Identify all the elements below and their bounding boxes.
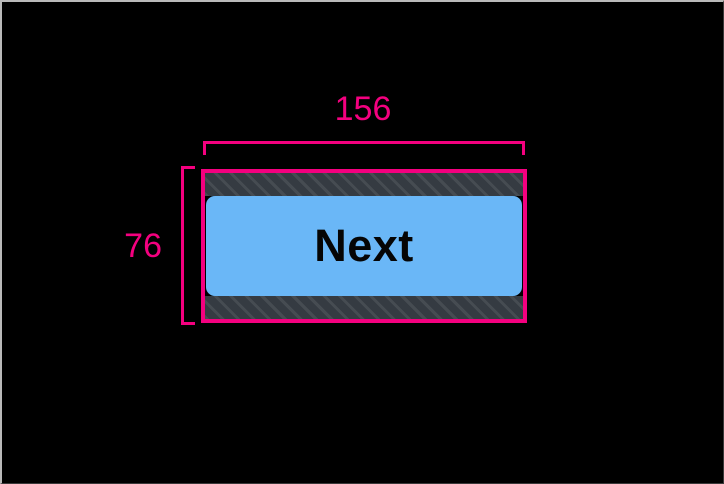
bottom-padding-band-hatch (205, 296, 523, 319)
height-dimension-label: 76 (124, 227, 162, 265)
next-button-label: Next (314, 219, 414, 271)
width-dimension-label: 156 (2, 90, 723, 128)
top-padding-band-hatch (205, 173, 523, 196)
element-bounding-box: Next (201, 169, 527, 323)
height-dimension-bracket (181, 166, 195, 325)
next-button[interactable]: Next (206, 196, 522, 296)
width-dimension-bracket (203, 141, 525, 155)
width-dimension-value: 156 (334, 90, 392, 128)
